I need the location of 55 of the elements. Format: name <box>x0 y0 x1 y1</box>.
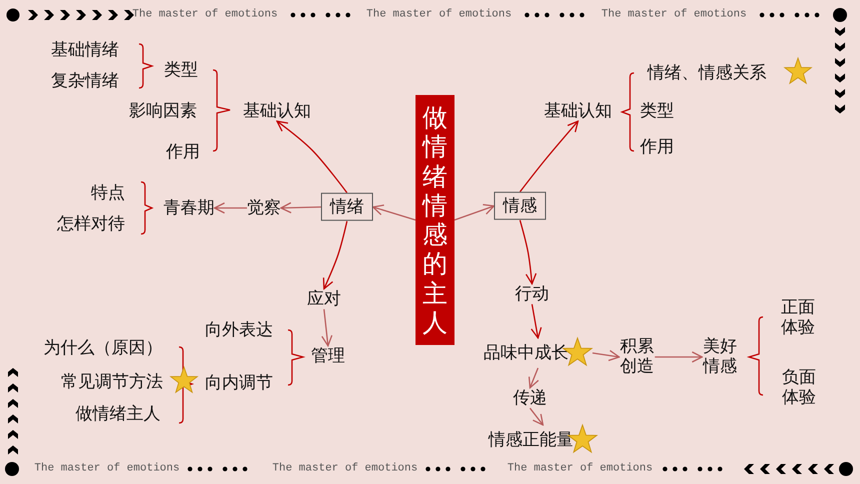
arrow <box>372 204 416 221</box>
branch-text: 影响因素 <box>129 100 197 122</box>
branch-text: 类型 <box>640 100 674 122</box>
title-banner <box>416 95 454 345</box>
curved-arrow <box>519 120 579 192</box>
branch-text: 负面体验 <box>781 368 817 408</box>
arrow <box>280 202 322 214</box>
curved-arrow <box>519 220 537 284</box>
banner-text: The master of emotions <box>272 462 418 476</box>
topic-box <box>494 192 546 220</box>
topic-text: 品味中成长 <box>484 342 568 364</box>
arrow <box>214 202 247 214</box>
branch-text: 复杂情绪 <box>51 70 119 92</box>
topic-text: 美好情感 <box>702 336 738 378</box>
topic-text: 基础认知 <box>544 100 612 122</box>
arrow <box>528 368 540 388</box>
topic-text: 管理 <box>311 346 345 366</box>
branch-text: 类型 <box>164 60 198 80</box>
topic-text: 传递 <box>513 388 547 408</box>
topic-text: 情绪 <box>330 196 364 218</box>
topic-text: 应对 <box>307 288 341 310</box>
topic-text: 基础认知 <box>243 100 311 122</box>
topic-text: 行动 <box>515 284 549 304</box>
arrow <box>454 204 495 221</box>
curved-arrow <box>276 120 348 194</box>
curved-arrow <box>322 221 348 290</box>
branch-text: 情绪、情感关系 <box>648 62 766 84</box>
branch-text: 正面体验 <box>780 298 816 338</box>
branch-text: 特点 <box>91 182 125 204</box>
arrow <box>592 350 620 362</box>
branch-text: 为什么（原因） <box>44 338 162 358</box>
topic-box <box>321 192 373 222</box>
arrow <box>321 309 333 346</box>
branch-text: 向外表达 <box>205 320 273 340</box>
branch-text: 向内调节 <box>205 372 273 394</box>
arrow <box>529 408 544 426</box>
banner-text: The master of emotions <box>366 8 512 22</box>
arrow <box>654 351 703 363</box>
topic-text: 青春期 <box>164 198 214 218</box>
banner-text: The master of emotions <box>132 8 278 22</box>
branch-text: 作用 <box>166 142 200 162</box>
topic-text: 觉察 <box>247 198 281 218</box>
branch-text: 作用 <box>640 136 674 158</box>
arrow <box>530 304 542 339</box>
branch-text: 怎样对待 <box>57 214 125 234</box>
topic-text: 积累创造 <box>619 336 655 378</box>
topic-text: 情感 <box>503 196 537 216</box>
title-text: 做情绪情感的主人 <box>422 103 448 337</box>
branch-text: 常见调节方法 <box>61 372 163 392</box>
banner-text: The master of emotions <box>507 462 653 476</box>
banner-text: The master of emotions <box>601 8 747 22</box>
branch-text: 基础情绪 <box>51 40 119 60</box>
banner-text: The master of emotions <box>34 462 180 476</box>
topic-text: 情感正能量 <box>488 430 574 450</box>
branch-text: 做情绪主人 <box>76 404 160 424</box>
